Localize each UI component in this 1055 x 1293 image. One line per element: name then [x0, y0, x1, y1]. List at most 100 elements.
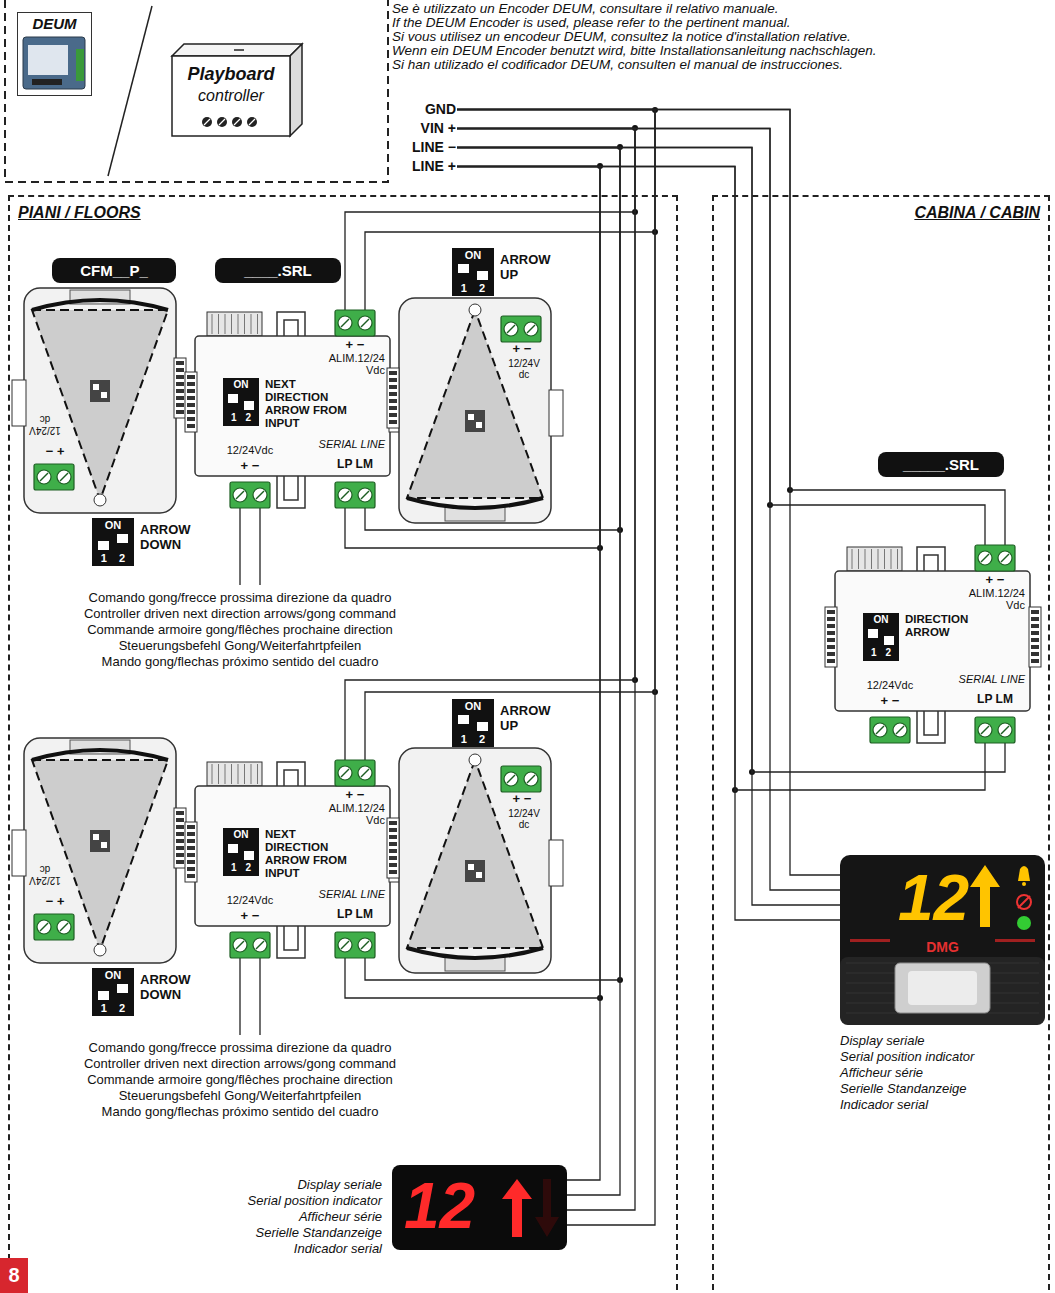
arrow-lens — [407, 760, 543, 948]
arrow-housing — [24, 288, 176, 513]
terminal-screw — [57, 920, 71, 934]
switch — [228, 844, 238, 853]
heat-sink — [847, 547, 902, 571]
terminal-screw — [233, 488, 247, 502]
switch — [101, 842, 107, 848]
screw-slot — [507, 325, 515, 333]
cabin-display: 12DMGDisplay serialeSerial position indi… — [840, 855, 1045, 1025]
supply-label: ALIM.12/24 Vdc — [963, 587, 1025, 611]
side-connector — [549, 390, 563, 436]
dip-switch — [223, 378, 259, 426]
switch — [228, 394, 238, 403]
arrow-lens — [407, 310, 543, 498]
note-line: Si han utilizado el codificador DEUM, co… — [392, 58, 843, 72]
terminal-screw — [504, 772, 518, 786]
terminal-block — [870, 717, 910, 743]
button-plate — [895, 963, 990, 1013]
caption-line: Display seriale — [840, 1033, 1050, 1049]
dip-on: ON — [92, 519, 134, 532]
terminal-screw — [338, 316, 352, 330]
screw-slot — [896, 726, 904, 734]
wire — [365, 110, 655, 311]
wire — [365, 110, 655, 761]
screw-slot — [1001, 726, 1009, 734]
switch-setting: ARROW UP — [500, 252, 564, 282]
arrow-lens — [32, 310, 168, 500]
terminal-screw — [524, 772, 538, 786]
pin — [176, 375, 184, 379]
pin — [176, 853, 184, 857]
switch — [468, 414, 474, 420]
wire — [239, 958, 240, 1035]
terminal-screw — [37, 920, 51, 934]
node-outline — [10, 288, 188, 513]
fin — [852, 549, 853, 569]
controller-name: Playboard — [172, 64, 290, 85]
terminal-names: LP LM — [333, 907, 377, 921]
ring — [469, 754, 481, 766]
switch — [117, 984, 128, 993]
screw — [202, 117, 212, 127]
screw-slot — [361, 941, 369, 949]
pin — [187, 825, 195, 829]
node-outline — [825, 545, 1040, 745]
pin — [827, 645, 835, 649]
pin — [176, 860, 184, 864]
switch — [244, 401, 254, 410]
terminal-screw — [893, 723, 907, 737]
supply-label: ALIM.12/24 Vdc — [323, 802, 385, 826]
slot — [234, 49, 244, 51]
switch — [93, 384, 99, 390]
ring — [469, 304, 481, 316]
part-code: ____.SRL — [215, 258, 341, 283]
command-note: Controller driven next direction arrows/… — [40, 1056, 440, 1072]
supply-label: 12/24Vdc — [219, 444, 281, 457]
screw-slot — [204, 119, 210, 125]
pin — [176, 396, 184, 400]
terminal-screw — [358, 766, 372, 780]
region-title: PIANI / FLOORS — [18, 203, 141, 222]
wire — [457, 148, 840, 906]
caption-line: Afficheur série — [840, 1065, 1050, 1081]
command-note: Commande armoire gong/flêches prochaine … — [40, 622, 440, 638]
bell-icon — [1022, 882, 1026, 886]
page-number: 8 — [0, 1258, 28, 1293]
dip-numbers: 1 2 — [92, 552, 134, 565]
pin — [389, 378, 397, 382]
switch — [117, 534, 128, 543]
node-outline — [385, 748, 563, 973]
dip-switch-setting: ON1 2ARROW DOWN — [92, 518, 134, 566]
switch — [468, 864, 474, 870]
terminal-screw — [998, 551, 1012, 565]
module-body — [835, 571, 1030, 711]
screw-slot — [981, 726, 989, 734]
screw-slot — [60, 923, 68, 931]
dip-on: ON — [863, 614, 899, 626]
floors-region: PIANI / FLOORSCFM__P_____.SRL12/24V dc+ … — [8, 195, 678, 1293]
fin — [897, 549, 898, 569]
supply-label: 12/24V dc — [26, 864, 64, 886]
terminal-screw — [873, 723, 887, 737]
fin — [865, 549, 866, 569]
wire — [345, 129, 635, 311]
caption-line: Serielle Standanzeige — [840, 1081, 1050, 1097]
terminal-block — [34, 914, 74, 940]
supply-label: 12/24Vdc — [859, 679, 921, 692]
terminal-screw — [358, 316, 372, 330]
pin — [827, 638, 835, 642]
fin — [878, 549, 879, 569]
pin — [389, 392, 397, 396]
down-arrow-unit: 12/24V dc+ − — [10, 738, 188, 963]
module-body — [195, 786, 390, 926]
screw-slot — [981, 554, 989, 562]
serial-interface-module: + −ALIM.12/24 VdcON1 2NEXT DIRECTION ARR… — [185, 760, 400, 960]
terminal-screw — [358, 488, 372, 502]
pin-header — [387, 818, 399, 878]
mount-clip — [917, 547, 945, 571]
pin — [187, 410, 195, 414]
mount-clip — [917, 711, 945, 743]
dip-on: ON — [452, 700, 494, 713]
warning-mark — [995, 939, 1035, 942]
pin — [389, 856, 397, 860]
cabin-region: CABINA / CABIN_____.SRL+ −ALIM.12/24 Vdc… — [712, 195, 1050, 1293]
